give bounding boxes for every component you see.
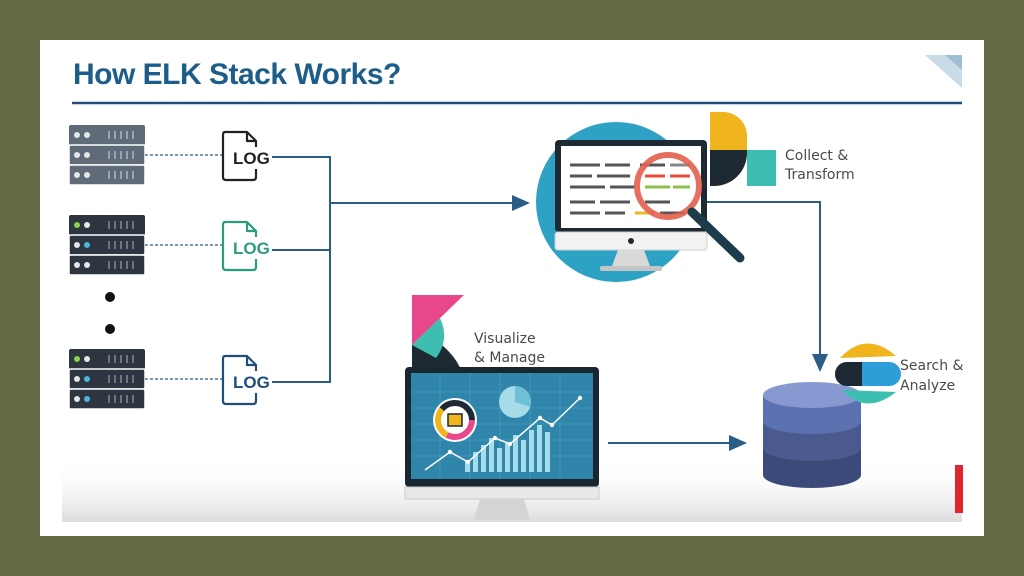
kibana-label-line1: Visualize — [474, 331, 536, 347]
elasticsearch-logo — [835, 343, 901, 404]
kibana-monitor — [404, 367, 600, 520]
log-file-icon: LOG — [221, 130, 277, 182]
log-file-icon: LOG — [221, 220, 277, 272]
logstash-label-line1: Collect & — [785, 148, 848, 164]
slide-title: How ELK Stack Works? — [73, 58, 401, 91]
elasticsearch-label-line2: Analyze — [900, 378, 955, 394]
flow-connectors — [272, 156, 828, 451]
server-log-links — [145, 154, 222, 380]
server-2 — [68, 215, 146, 276]
corner-decoration — [925, 55, 962, 88]
server-1 — [68, 125, 146, 186]
ellipsis-dot — [105, 324, 115, 334]
slide: How ELK Stack Works? — [40, 40, 984, 536]
log-label: LOG — [233, 239, 270, 258]
server-3 — [68, 349, 146, 410]
kibana-label-line2: & Manage — [474, 350, 545, 366]
elk-diagram: LOG LOG LOG — [62, 55, 964, 522]
elasticsearch-label-line1: Search & — [900, 358, 964, 374]
logstash-monitor — [536, 122, 745, 282]
logstash-label-line2: Transform — [784, 167, 855, 183]
logstash-logo — [710, 112, 776, 186]
ellipsis-dot — [105, 292, 115, 302]
log-file-icon: LOG — [221, 354, 277, 406]
log-label: LOG — [233, 149, 270, 168]
red-edge-marker — [955, 465, 963, 513]
log-label: LOG — [233, 373, 270, 392]
database-icon — [763, 382, 861, 488]
